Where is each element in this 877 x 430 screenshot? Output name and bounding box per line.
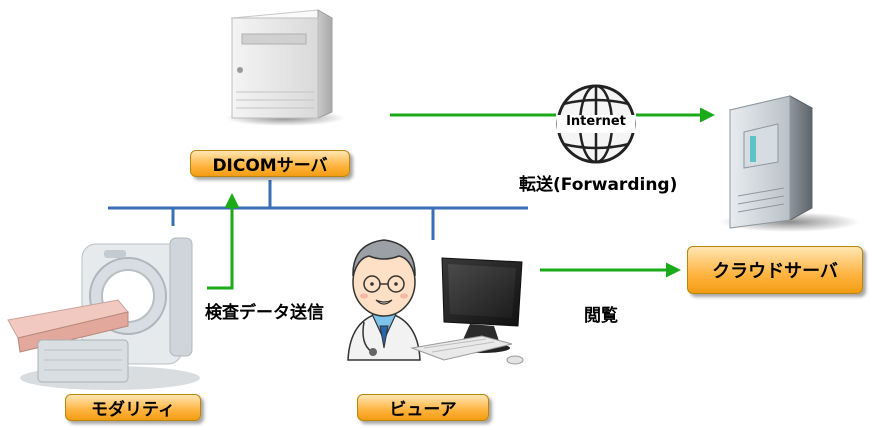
globe-icon <box>556 84 636 164</box>
ct-scanner-icon <box>7 237 200 390</box>
modality-label: モダリティ <box>65 394 201 421</box>
viewer-label: ビューア <box>357 394 489 421</box>
cloud-server-label: クラウドサーバ <box>687 246 863 294</box>
send-exam-data-label: 検査データ送信 <box>205 303 324 323</box>
computer-monitor-icon <box>410 257 524 365</box>
dicom-server-label: DICOMサーバ <box>190 150 350 177</box>
internet-label: Internet <box>566 114 626 129</box>
server-tower-icon <box>225 9 345 126</box>
doctor-icon <box>347 239 421 361</box>
cloud-server-tower-icon <box>720 95 860 232</box>
arrows <box>207 107 715 290</box>
forwarding-label: 転送(Forwarding) <box>519 175 678 195</box>
network-bus <box>108 180 528 240</box>
browse-label: 閲覧 <box>584 306 618 326</box>
send-data-arrow <box>207 193 240 290</box>
